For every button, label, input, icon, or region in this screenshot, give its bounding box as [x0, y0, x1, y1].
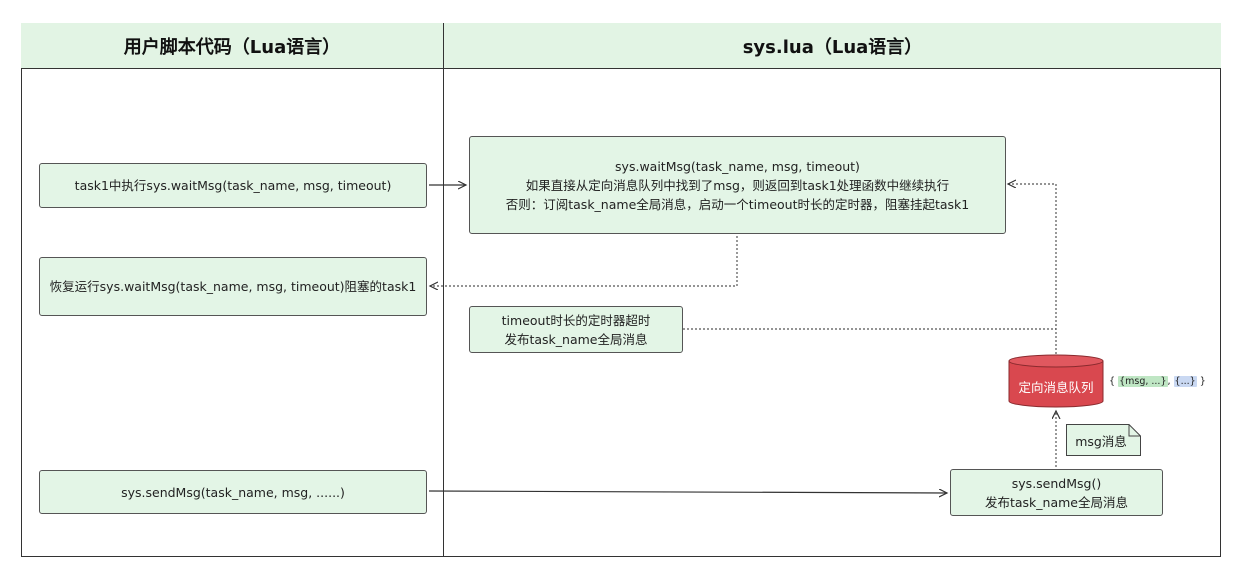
box-sys-sendmsg: sys.sendMsg() 发布task_name全局消息	[950, 469, 1163, 516]
message-queue-cylinder-icon	[1008, 354, 1104, 408]
header-user-script: 用户脚本代码（Lua语言）	[21, 23, 443, 69]
box-timeout: timeout时长的定时器超时 发布task_name全局消息	[469, 306, 683, 353]
arrow-send-to-sys-send	[428, 491, 947, 493]
queue-label: 定向消息队列	[1018, 380, 1094, 395]
box-sys-waitmsg-line3: 否则：订阅task_name全局消息，启动一个timeout时长的定时器，阻塞挂…	[505, 196, 970, 212]
msg-note-label: msg消息	[1075, 434, 1127, 449]
box-sys-waitmsg: sys.waitMsg(task_name, msg, timeout) 如果直…	[469, 136, 1006, 234]
box-resume-task1: 恢复运行sys.waitMsg(task_name, msg, timeout)…	[39, 257, 427, 316]
box-sys-sendmsg-line2: 发布task_name全局消息	[984, 494, 1128, 510]
cylinder-body	[1008, 361, 1104, 408]
queue-items-open: {	[1109, 376, 1119, 387]
queue-items-sep: ,	[1167, 376, 1174, 387]
msg-note-icon	[1066, 424, 1141, 456]
header-sys-lua-label: sys.lua（Lua语言）	[742, 36, 923, 58]
box-sys-sendmsg-line1: sys.sendMsg()	[1011, 475, 1102, 491]
box-task1-waitmsg: task1中执行sys.waitMsg(task_name, msg, time…	[39, 163, 427, 208]
arrow-waitmsg-to-resume	[430, 236, 738, 286]
box-timeout-line1: timeout时长的定时器超时	[501, 312, 651, 328]
queue-items: { {msg, ...}, {...} }	[1109, 376, 1206, 387]
cylinder-top	[1008, 354, 1104, 368]
box-user-sendmsg: sys.sendMsg(task_name, msg, ......)	[39, 470, 427, 514]
header-user-script-label: 用户脚本代码（Lua语言）	[123, 36, 341, 58]
queue-item-2: {...}	[1173, 376, 1197, 387]
box-sys-waitmsg-line2: 如果直接从定向消息队列中找到了msg，则返回到task1处理函数中继续执行	[525, 177, 950, 193]
box-sys-waitmsg-line1: sys.waitMsg(task_name, msg, timeout)	[615, 158, 860, 174]
queue-items-close: }	[1196, 376, 1206, 387]
arrow-queue-to-waitmsg	[1008, 184, 1057, 354]
box-user-sendmsg-text: sys.sendMsg(task_name, msg, ......)	[121, 484, 345, 500]
column-divider	[443, 23, 444, 557]
box-resume-task1-text: 恢复运行sys.waitMsg(task_name, msg, timeout)…	[49, 279, 417, 294]
box-task1-waitmsg-text: task1中执行sys.waitMsg(task_name, msg, time…	[74, 178, 392, 193]
queue-item-1: {msg, ...}	[1118, 376, 1168, 387]
header-sys-lua: sys.lua（Lua语言）	[444, 23, 1221, 69]
box-timeout-line2: 发布task_name全局消息	[504, 331, 648, 347]
